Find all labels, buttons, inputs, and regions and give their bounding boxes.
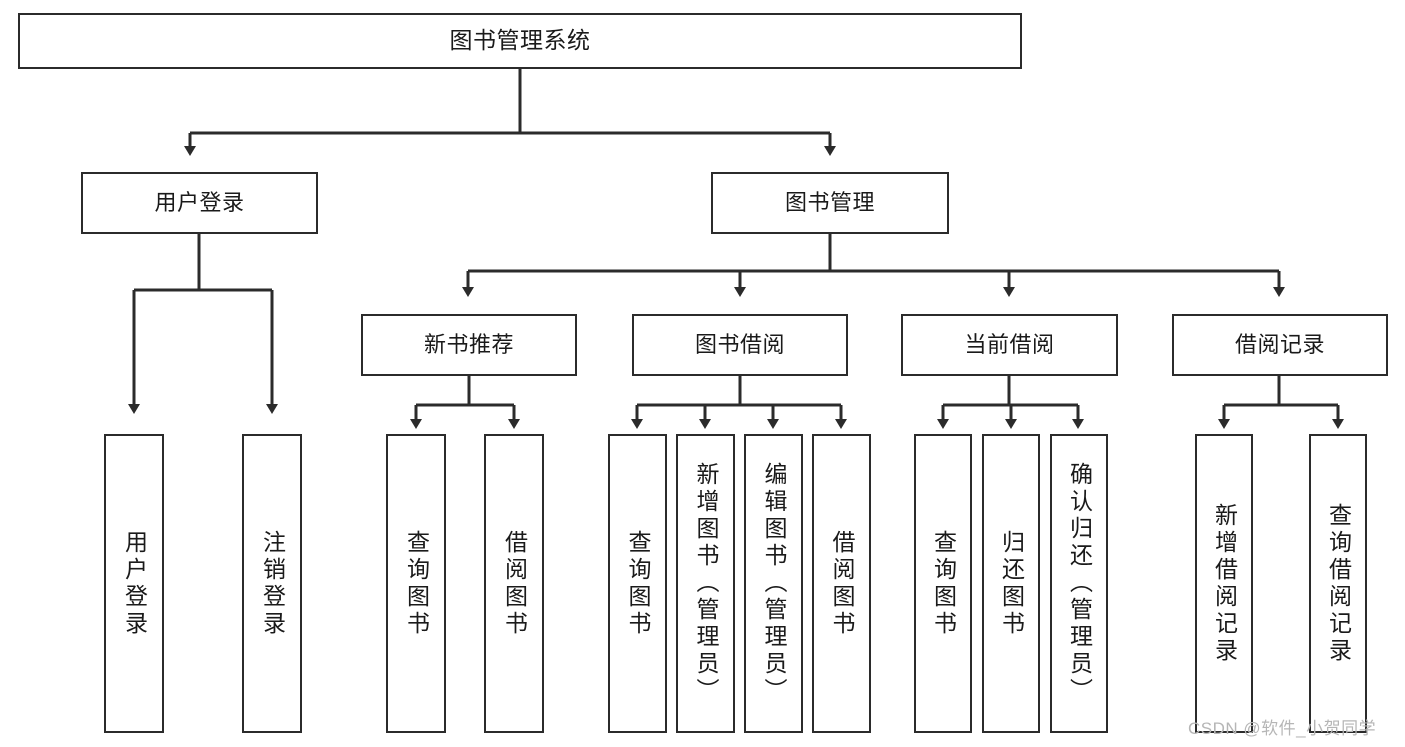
- node-label: 借阅图书: [829, 529, 855, 638]
- node-label: 借阅记录: [1234, 332, 1325, 358]
- watermark-text: CSDN @软件_小贺同学: [1188, 719, 1377, 738]
- leaf-user-login-signout[interactable]: 注销登录: [242, 434, 302, 733]
- node-label: 编辑图书（管理员）: [761, 462, 787, 705]
- leaf-record-add-borrow-record[interactable]: 新增借阅记录: [1195, 434, 1253, 733]
- node-user-login[interactable]: 用户登录: [81, 172, 318, 234]
- node-label: 用户登录: [121, 529, 148, 638]
- node-label: 新增借阅记录: [1211, 502, 1238, 665]
- node-book-management[interactable]: 图书管理: [711, 172, 949, 234]
- node-borrowing-record[interactable]: 借阅记录: [1172, 314, 1388, 376]
- leaf-new-book-borrow-books[interactable]: 借阅图书: [484, 434, 544, 733]
- node-book-borrowing[interactable]: 图书借阅: [632, 314, 848, 376]
- node-label: 查询图书: [403, 529, 430, 638]
- node-label: 当前借阅: [964, 332, 1055, 358]
- node-label: 新书推荐: [423, 332, 514, 358]
- leaf-user-login-signin[interactable]: 用户登录: [104, 434, 164, 733]
- node-current-borrowing[interactable]: 当前借阅: [901, 314, 1118, 376]
- node-label: 图书借阅: [694, 332, 785, 358]
- leaf-new-book-query-books[interactable]: 查询图书: [386, 434, 446, 733]
- leaf-borrowing-query-books[interactable]: 查询图书: [608, 434, 667, 733]
- node-label: 新增图书（管理员）: [693, 462, 719, 705]
- leaf-current-return-books[interactable]: 归还图书: [982, 434, 1040, 733]
- leaf-current-confirm-return-admin[interactable]: 确认归还（管理员）: [1050, 434, 1108, 733]
- node-label: 查询借阅记录: [1325, 502, 1352, 665]
- node-label: 借阅图书: [501, 529, 528, 638]
- leaf-record-query-borrow-record[interactable]: 查询借阅记录: [1309, 434, 1367, 733]
- node-new-book-recommendation[interactable]: 新书推荐: [361, 314, 577, 376]
- node-root-book-management-system[interactable]: 图书管理系统: [18, 13, 1022, 69]
- leaf-current-query-books[interactable]: 查询图书: [914, 434, 972, 733]
- node-label: 用户登录: [154, 190, 245, 216]
- node-label: 图书管理系统: [449, 27, 591, 54]
- node-label: 图书管理: [784, 190, 875, 216]
- node-label: 查询图书: [625, 529, 651, 638]
- node-label: 归还图书: [998, 529, 1025, 638]
- leaf-borrowing-edit-book-admin[interactable]: 编辑图书（管理员）: [744, 434, 803, 733]
- node-label: 查询图书: [930, 529, 957, 638]
- node-label: 确认归还（管理员）: [1066, 462, 1093, 705]
- leaf-borrowing-borrow-books[interactable]: 借阅图书: [812, 434, 871, 733]
- node-label: 注销登录: [259, 529, 286, 638]
- leaf-borrowing-add-book-admin[interactable]: 新增图书（管理员）: [676, 434, 735, 733]
